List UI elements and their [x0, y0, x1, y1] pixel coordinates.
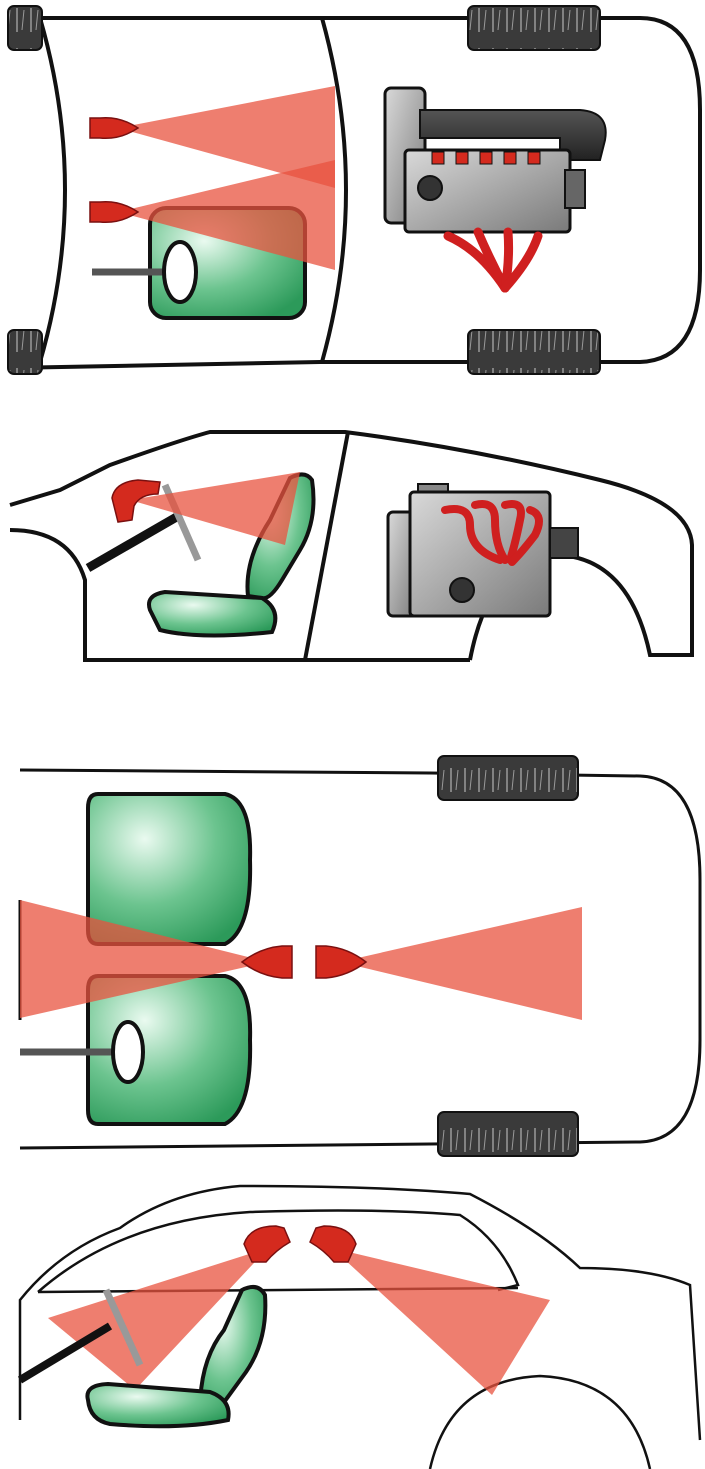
passenger-seat-top: [88, 794, 250, 944]
exhaust-manifold-top: [448, 232, 538, 288]
detector-beam-rear-down: [332, 1248, 550, 1395]
detector-beam-forward: [340, 907, 582, 1020]
motion-detector-front-ceiling: [244, 1226, 290, 1262]
driver-seat-cushion-side-cabin: [87, 1384, 228, 1426]
car-body-outline-top: [8, 18, 700, 368]
rear-wheel-arch: [430, 1376, 650, 1469]
tire-front-left: [8, 6, 42, 50]
motion-detector-lower: [90, 202, 138, 223]
a-pillar-divider: [305, 432, 348, 660]
tire-front-right: [8, 330, 42, 374]
seat-cushion-side: [149, 592, 275, 636]
tire-rear-left: [468, 6, 600, 50]
panel-top-cabin: [20, 756, 700, 1156]
steering-wheel: [164, 242, 196, 302]
tire-rear-right-cabin: [438, 1112, 578, 1156]
tire-rear-left-cabin: [438, 756, 578, 800]
car-body-outline-side: [10, 432, 692, 660]
engine-block-top: [385, 88, 606, 232]
motion-detector-rear-facing: [242, 946, 292, 978]
windshield-curve: [40, 18, 65, 362]
motion-detector-front-facing: [316, 946, 366, 978]
panel-top-engine: [8, 6, 700, 374]
tire-rear-right: [468, 330, 600, 374]
motion-detector-upper: [90, 118, 138, 139]
panel-side-engine: [10, 432, 692, 660]
motion-detector-rear-ceiling: [310, 1226, 356, 1262]
panel-side-cabin: [20, 1186, 700, 1469]
steering-wheel-top-cabin: [113, 1022, 143, 1082]
steering-column-side: [88, 515, 180, 568]
